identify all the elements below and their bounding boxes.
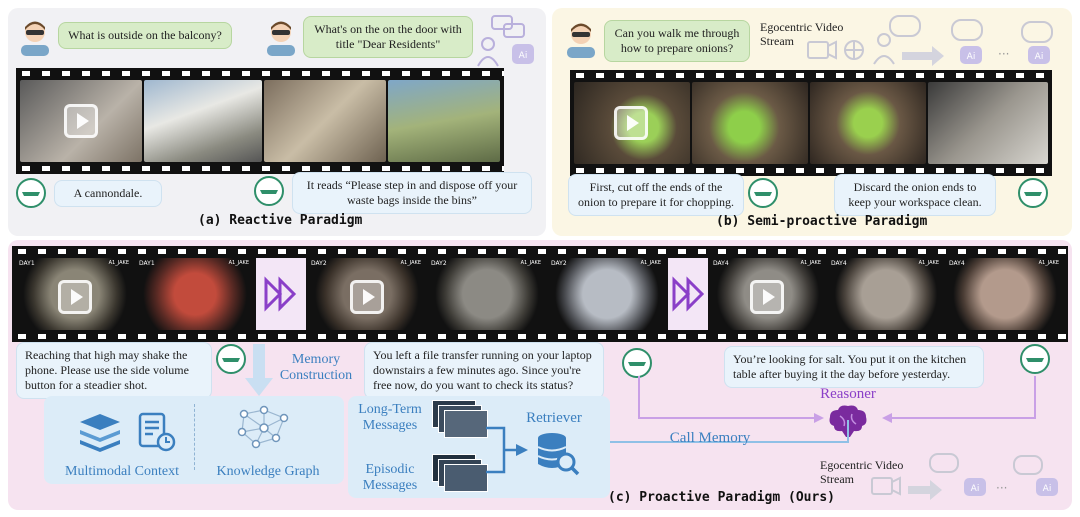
- proactive-message-bubble: You’re looking for salt. You put it on t…: [724, 346, 984, 388]
- long-term-label: Long-Term Messages: [358, 402, 422, 433]
- semi-proactive-paradigm-panel: Can you walk me through how to prepare o…: [552, 8, 1072, 236]
- database-search-icon: [537, 433, 580, 476]
- video-frame: [20, 80, 142, 162]
- smart-glasses-icon: [16, 178, 46, 208]
- play-icon: [64, 104, 98, 138]
- svg-text:Ai: Ai: [1035, 52, 1044, 62]
- panel-caption: (c) Proactive Paradigm (Ours): [608, 490, 835, 505]
- camera-label: A1_JAKE: [520, 260, 541, 266]
- play-icon: [750, 280, 784, 314]
- svg-text:Ai: Ai: [519, 51, 528, 61]
- video-film-strip: [16, 68, 504, 174]
- stream-label: Egocentric Video Stream: [760, 20, 844, 48]
- video-film-strip: [570, 70, 1052, 176]
- video-frame: [264, 80, 386, 162]
- document-clock-icon: [138, 412, 176, 452]
- panel-caption: (a) Reactive Paradigm: [198, 213, 363, 228]
- video-frame: [692, 82, 808, 164]
- play-icon: [614, 106, 648, 140]
- play-icon: [350, 280, 384, 314]
- day-label: DAY2: [551, 260, 567, 267]
- knowledge-graph-label: Knowledge Graph: [216, 464, 320, 479]
- video-frame: DAY2 A1_JAKE: [548, 258, 666, 330]
- svg-text:Ai: Ai: [1043, 484, 1052, 494]
- day-label: DAY4: [831, 260, 847, 267]
- video-film-strip: DAY1 A1_JAKE DAY1 A1_JAKE DAY2 A1_JAKE D…: [12, 246, 1068, 342]
- query-bubble: Can you walk me through how to prepare o…: [604, 20, 750, 62]
- camera-label: A1_JAKE: [108, 260, 129, 266]
- episodic-label: Episodic Messages: [362, 462, 418, 493]
- user-avatar-icon: [567, 23, 595, 58]
- day-label: DAY2: [311, 260, 327, 267]
- svg-text:Ai: Ai: [971, 484, 980, 494]
- call-memory-label: Call Memory: [669, 430, 751, 446]
- proactive-paradigm-panel: DAY1 A1_JAKE DAY1 A1_JAKE DAY2 A1_JAKE D…: [8, 240, 1072, 510]
- panel-caption: (b) Semi-proactive Paradigm: [716, 214, 928, 229]
- svg-text:Ai: Ai: [967, 52, 976, 62]
- layers-icon: [80, 414, 120, 452]
- down-arrow-icon: [245, 344, 273, 396]
- camera-label: A1_JAKE: [918, 260, 939, 266]
- video-frame: [388, 80, 500, 162]
- divider: [194, 404, 195, 470]
- video-frame: DAY1 A1_JAKE: [136, 258, 254, 330]
- video-frame: [574, 82, 690, 164]
- video-frame: [144, 80, 262, 162]
- camera-label: A1_JAKE: [800, 260, 821, 266]
- response-bubble: Discard the onion ends to keep your work…: [834, 174, 996, 216]
- reasoner-connector: [638, 376, 1036, 423]
- retriever-label: Retriever: [526, 410, 582, 426]
- episodic-thumbnails: [432, 454, 488, 492]
- video-frame: [810, 82, 926, 164]
- day-label: DAY1: [19, 260, 35, 267]
- camera-label: A1_JAKE: [1038, 260, 1059, 266]
- camera-label: A1_JAKE: [400, 260, 421, 266]
- video-frame: DAY4 A1_JAKE: [710, 258, 826, 330]
- video-frame: DAY4 A1_JAKE: [828, 258, 944, 330]
- response-bubble: It reads “Please step in and dispose off…: [292, 172, 532, 214]
- multimodal-context-label: Multimodal Context: [65, 464, 179, 479]
- smart-glasses-icon: [1020, 344, 1050, 374]
- response-bubble: A cannondale.: [54, 180, 162, 207]
- camera-label: A1_JAKE: [640, 260, 661, 266]
- merge-arrow-icon: [486, 426, 528, 474]
- response-bubble: First, cut off the ends of the onion to …: [568, 174, 744, 216]
- long-term-thumbnails: [432, 400, 488, 438]
- query-bubble: What is outside on the balcony?: [58, 22, 232, 49]
- chat-ai-icon: Ai: [477, 15, 534, 67]
- day-label: DAY2: [431, 260, 447, 267]
- user-avatar-icon: [267, 21, 295, 56]
- fast-forward-icon: [668, 258, 708, 330]
- stream-pipeline-icon: Ai ··· Ai: [871, 453, 1058, 500]
- smart-glasses-icon: [254, 176, 284, 206]
- day-label: DAY4: [713, 260, 729, 267]
- reasoner-label: Reasoner: [820, 386, 876, 402]
- fast-forward-icon: [256, 258, 306, 330]
- video-frame: DAY4 A1_JAKE: [946, 258, 1064, 330]
- svg-text:···: ···: [996, 481, 1007, 495]
- day-label: DAY1: [139, 260, 155, 267]
- stream-pipeline-icon: Ai ··· Ai: [807, 15, 1053, 66]
- svg-text:···: ···: [998, 47, 1009, 61]
- video-frame: DAY2 A1_JAKE: [308, 258, 426, 330]
- day-label: DAY4: [949, 260, 965, 267]
- user-avatar-icon: [21, 21, 49, 56]
- memory-construction-label: Memory Construction: [279, 352, 353, 383]
- smart-glasses-icon: [748, 178, 778, 208]
- play-icon: [58, 280, 92, 314]
- video-frame: [928, 82, 1048, 164]
- smart-glasses-icon: [622, 348, 652, 378]
- proactive-message-bubble: You left a file transfer running on your…: [364, 342, 604, 399]
- reactive-paradigm-panel: What is outside on the balcony? What's o…: [8, 8, 546, 236]
- video-frame: DAY1 A1_JAKE: [16, 258, 134, 330]
- stream-label: Egocentric Video Stream: [820, 458, 904, 486]
- smart-glasses-icon: [1018, 178, 1048, 208]
- video-frame: DAY2 A1_JAKE: [428, 258, 546, 330]
- smart-glasses-icon: [216, 344, 246, 374]
- knowledge-graph-icon: [237, 405, 289, 449]
- query-bubble: What's on the on the door with title "De…: [303, 16, 473, 58]
- proactive-message-bubble: Reaching that high may shake the phone. …: [16, 342, 212, 399]
- camera-label: A1_JAKE: [228, 260, 249, 266]
